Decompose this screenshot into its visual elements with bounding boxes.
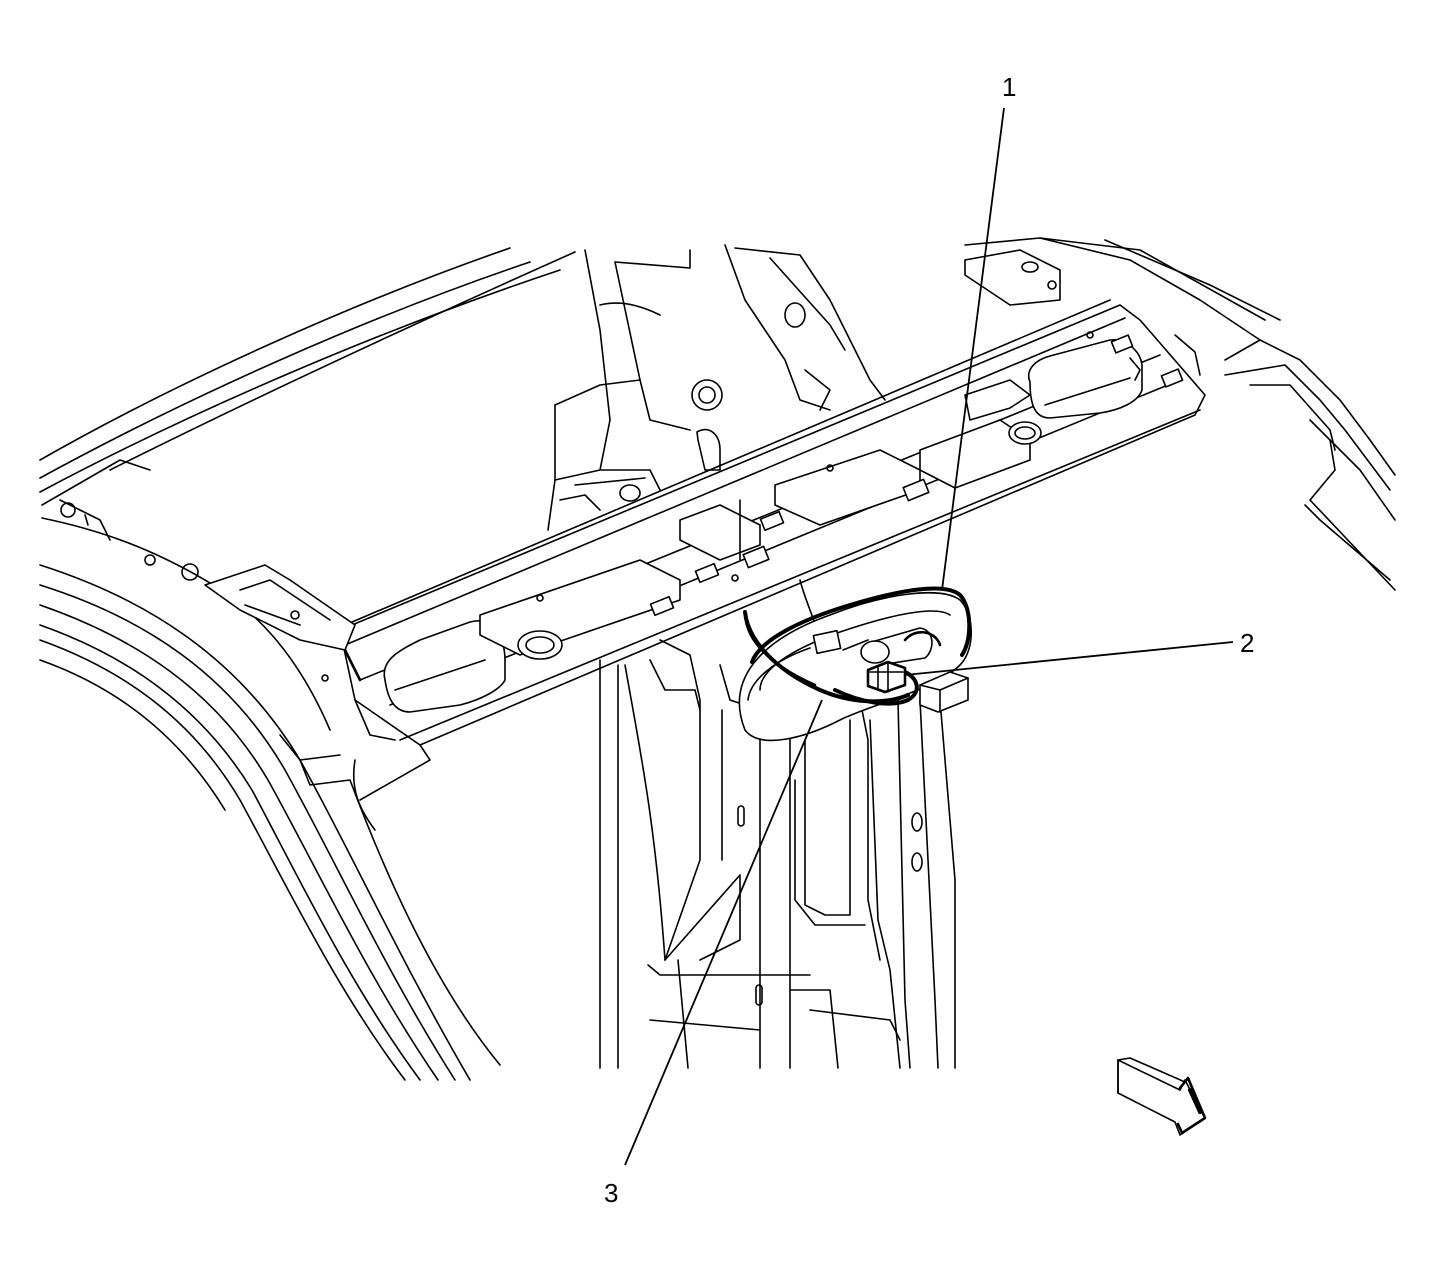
leader-line-3 bbox=[624, 699, 823, 1166]
leader-line-2 bbox=[904, 641, 1234, 676]
view-direction-arrow-icon bbox=[1117, 1057, 1207, 1136]
callout-label-2: 2 bbox=[1240, 628, 1254, 658]
mirror-electrical-connector bbox=[866, 660, 969, 713]
left-header-bracket bbox=[204, 564, 356, 761]
right-roof-rail bbox=[964, 237, 1396, 591]
rear-body-structure bbox=[547, 244, 886, 531]
leader-line-1 bbox=[941, 107, 1005, 591]
callout-label-3: 3 bbox=[604, 1178, 618, 1208]
callout-label-1: 1 bbox=[1002, 72, 1016, 102]
center-pillar bbox=[599, 499, 956, 1069]
mirror-wiring-harness bbox=[743, 610, 919, 706]
left-roof-rail bbox=[39, 247, 576, 731]
callout-leaders bbox=[624, 107, 1234, 1166]
inside-rearview-mirror bbox=[738, 586, 972, 742]
roof-cross-member bbox=[321, 299, 1206, 801]
